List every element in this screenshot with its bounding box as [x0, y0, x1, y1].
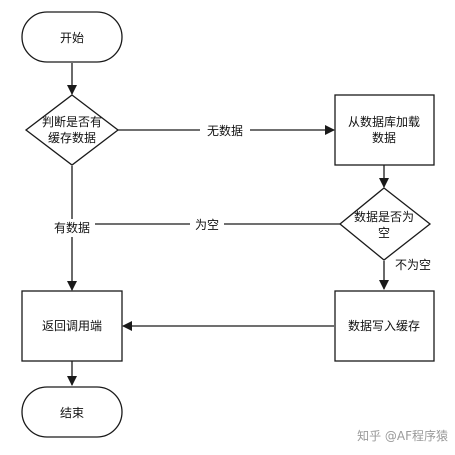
edge-label-is-empty: 为空 — [195, 218, 219, 232]
node-return-caller: 返回调用端 — [21, 290, 123, 362]
node-decision-cache: 判断是否有 缓存数据 — [24, 94, 120, 166]
watermark: 知乎 @AF程序猿 — [357, 428, 448, 443]
edge-label-has-data: 有数据 — [54, 220, 90, 235]
node-load-db: 从数据库加载 数据 — [334, 94, 435, 166]
node-end: 结束 — [21, 386, 123, 438]
load-db-label-line1: 从数据库加载 — [348, 114, 420, 129]
edge-label-bg-is-empty — [190, 215, 224, 233]
node-write-cache: 数据写入缓存 — [334, 290, 435, 362]
decision-cache-label-line2: 缓存数据 — [48, 130, 96, 145]
node-decision-empty: 数据是否为 空 — [338, 187, 432, 261]
edge-label-no-data: 无数据 — [207, 123, 243, 138]
return-caller-label: 返回调用端 — [42, 319, 102, 333]
start-terminator-shape — [21, 11, 123, 63]
edge-label-not-empty: 不为空 — [395, 258, 431, 272]
write-cache-process-shape — [334, 290, 435, 362]
decision-cache-diamond — [24, 94, 120, 166]
load-db-process-shape — [334, 94, 435, 166]
decision-empty-diamond — [338, 187, 432, 261]
decision-empty-label-line1: 数据是否为 — [354, 209, 414, 224]
write-cache-label: 数据写入缓存 — [348, 318, 420, 333]
decision-empty-label-line2: 空 — [378, 226, 390, 240]
node-start: 开始 — [21, 11, 123, 63]
return-caller-process-shape — [21, 290, 123, 362]
end-terminator-shape — [21, 386, 123, 438]
edge-label-bg-no-data — [200, 121, 250, 139]
decision-cache-label-line1: 判断是否有 — [42, 114, 102, 129]
edge-label-bg-has-data — [50, 219, 95, 237]
load-db-label-line2: 数据 — [372, 130, 396, 145]
end-label: 结束 — [60, 406, 84, 420]
start-label: 开始 — [60, 31, 84, 45]
